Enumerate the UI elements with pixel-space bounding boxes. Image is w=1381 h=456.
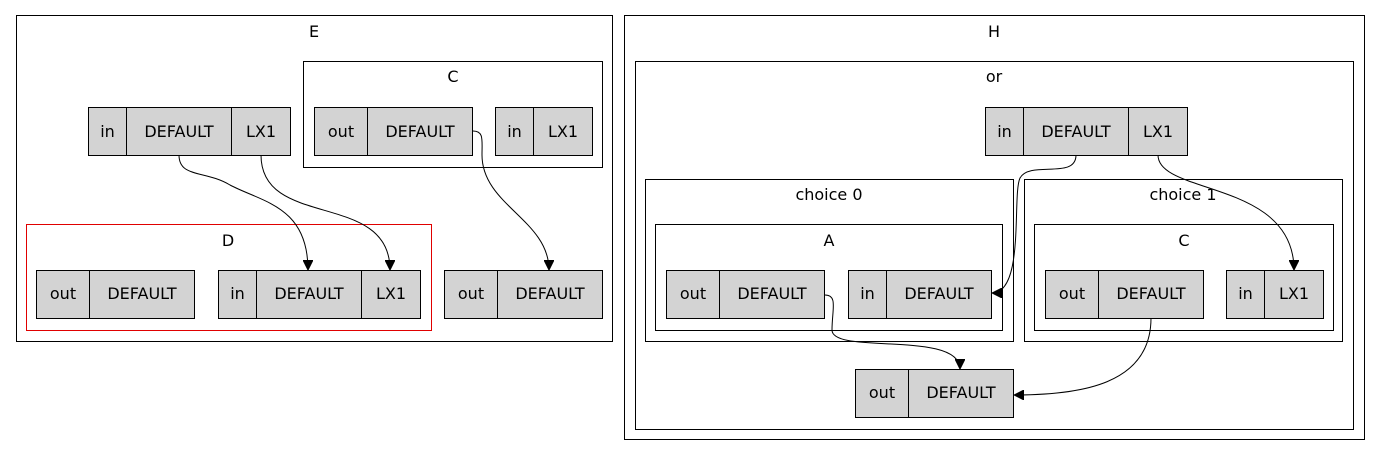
e-c-out-cell [314, 107, 368, 156]
e-d-in-default-cell [256, 270, 362, 319]
edge-or-lx1-to-c-lx1 [1157, 154, 1294, 270]
e-port-lx1-label: LX1 [246, 122, 276, 141]
or-port-lx1-cell [1128, 107, 1188, 156]
or-out-default-label: DEFAULT [926, 383, 996, 402]
edge-c-out-to-e-out [472, 130, 549, 270]
a-out-default-label: DEFAULT [737, 284, 807, 303]
h-c-in-lx1-cell [1264, 270, 1324, 319]
or-out-cell [855, 369, 909, 418]
h-c-in-lx1-label: LX1 [1279, 284, 1309, 303]
cluster-e-title: E [309, 22, 319, 41]
or-port-in-label: in [997, 122, 1012, 141]
e-d-in-lx1-label: LX1 [376, 284, 406, 303]
cluster-e-border [16, 15, 613, 342]
e-out-cell [444, 270, 498, 319]
e-out-default-cell [497, 270, 603, 319]
h-c-in-cell [1226, 270, 1265, 319]
e-c-out-default-label: DEFAULT [385, 122, 455, 141]
cluster-choice-1: choice 1 C out DEFAULT in LX1 [1024, 179, 1343, 342]
h-c-out-default-cell [1098, 270, 1204, 319]
a-in-label: in [860, 284, 875, 303]
h-c-out-cell [1045, 270, 1099, 319]
or-out-label: out [869, 383, 895, 402]
cluster-e-d: D out DEFAULT in DEFAULT LX1 [26, 224, 432, 331]
cluster-choice-1-title: choice 1 [1149, 185, 1216, 204]
cluster-or: or in DEFAULT LX1 choice 0 A out DEFAULT [635, 61, 1354, 430]
e-port-default-cell [126, 107, 232, 156]
edge-a-out-to-or-out [824, 294, 960, 369]
or-port-default-label: DEFAULT [1041, 122, 1111, 141]
a-out-default-cell [719, 270, 825, 319]
cluster-h: H or in DEFAULT LX1 choice 0 A [624, 15, 1365, 440]
or-out-node: out DEFAULT [855, 369, 1014, 418]
e-d-out-default-cell [89, 270, 195, 319]
e-port-default-label: DEFAULT [144, 122, 214, 141]
edge-e-lx1-to-d-lx1 [260, 154, 390, 270]
e-out-default-label: DEFAULT [515, 284, 585, 303]
e-c-out-label: out [328, 122, 354, 141]
e-port-in-cell [88, 107, 127, 156]
e-port-in-label: in [100, 122, 115, 141]
e-out-label: out [458, 284, 484, 303]
e-out-node: out DEFAULT [444, 270, 603, 319]
h-c-in-label: in [1238, 284, 1253, 303]
e-c-in-label: in [507, 122, 522, 141]
cluster-a-title: A [824, 231, 835, 250]
or-port-lx1-label: LX1 [1143, 122, 1173, 141]
cluster-e-d-title: D [222, 231, 234, 250]
cluster-choice-1-border [1024, 179, 1343, 342]
e-c-in-cell [495, 107, 534, 156]
h-c-out-label: out [1059, 284, 1085, 303]
cluster-choice-0: choice 0 A out DEFAULT in DEFAULT [645, 179, 1014, 342]
a-in-default-label: DEFAULT [904, 284, 974, 303]
a-in-cell [848, 270, 887, 319]
cluster-or-border [635, 61, 1354, 430]
e-d-in-lx1-cell [361, 270, 421, 319]
h-c-out-default-label: DEFAULT [1116, 284, 1186, 303]
cluster-a-border [655, 224, 1003, 331]
or-out-default-cell [908, 369, 1014, 418]
e-c-in-lx1-label: LX1 [548, 122, 578, 141]
e-d-out-label: out [50, 284, 76, 303]
e-c-out-default-cell [367, 107, 473, 156]
e-c-in-lx1-cell [533, 107, 593, 156]
cluster-h-title: H [988, 22, 1000, 41]
cluster-e: E in DEFAULT LX1 C out DEFAULT in LX1 D [16, 15, 613, 342]
edge-c-out-to-or-out [1014, 317, 1152, 395]
e-d-in-label: in [230, 284, 245, 303]
cluster-choice-0-title: choice 0 [795, 185, 862, 204]
cluster-e-c-title: C [447, 67, 458, 86]
cluster-h-border [624, 15, 1365, 440]
edge-or-default-to-a-default [991, 154, 1077, 293]
a-in-default-cell [886, 270, 992, 319]
e-port-lx1-cell [231, 107, 291, 156]
cluster-e-c: C out DEFAULT in LX1 [303, 61, 603, 168]
edge-e-default-to-d-default [178, 154, 308, 270]
e-d-out-default-label: DEFAULT [107, 284, 177, 303]
e-d-in-cell [218, 270, 257, 319]
cluster-e-c-border [303, 61, 603, 168]
e-d-in-default-label: DEFAULT [274, 284, 344, 303]
or-port-in-cell [985, 107, 1024, 156]
cluster-or-title: or [986, 67, 1003, 86]
or-port-node: in DEFAULT LX1 [985, 107, 1188, 156]
cluster-e-d-border [26, 224, 432, 331]
cluster-h-c-border [1034, 224, 1334, 331]
cluster-h-c-title: C [1178, 231, 1189, 250]
a-out-label: out [680, 284, 706, 303]
e-port-node: in DEFAULT LX1 [88, 107, 291, 156]
